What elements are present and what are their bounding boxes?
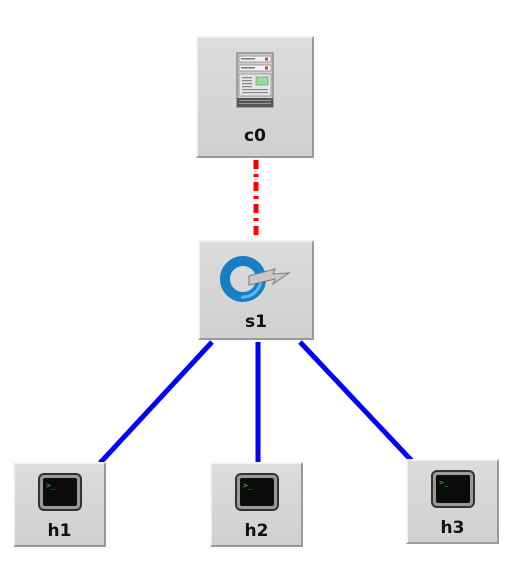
node-h3[interactable]: >_ h3 — [406, 459, 499, 544]
terminal-host-icon: >_ — [234, 473, 279, 515]
node-h2[interactable]: >_ h2 — [210, 462, 303, 547]
node-h1[interactable]: >_ h1 — [13, 462, 106, 547]
node-label: h2 — [244, 521, 269, 541]
terminal-host-icon: >_ — [37, 473, 82, 515]
controller-server-icon — [236, 52, 274, 112]
link-s1-h1[interactable] — [98, 340, 214, 465]
switch-icon — [219, 254, 293, 308]
svg-text:>_: >_ — [46, 481, 56, 490]
node-label: c0 — [244, 126, 266, 146]
node-s1[interactable]: s1 — [198, 240, 314, 340]
node-label: h3 — [440, 518, 465, 538]
svg-text:>_: >_ — [439, 478, 449, 487]
svg-text:>_: >_ — [243, 481, 253, 490]
node-label: s1 — [245, 312, 267, 332]
link-s1-h3[interactable] — [298, 340, 414, 463]
terminal-host-icon: >_ — [430, 470, 475, 512]
node-c0[interactable]: c0 — [196, 36, 314, 158]
node-label: h1 — [47, 521, 72, 541]
